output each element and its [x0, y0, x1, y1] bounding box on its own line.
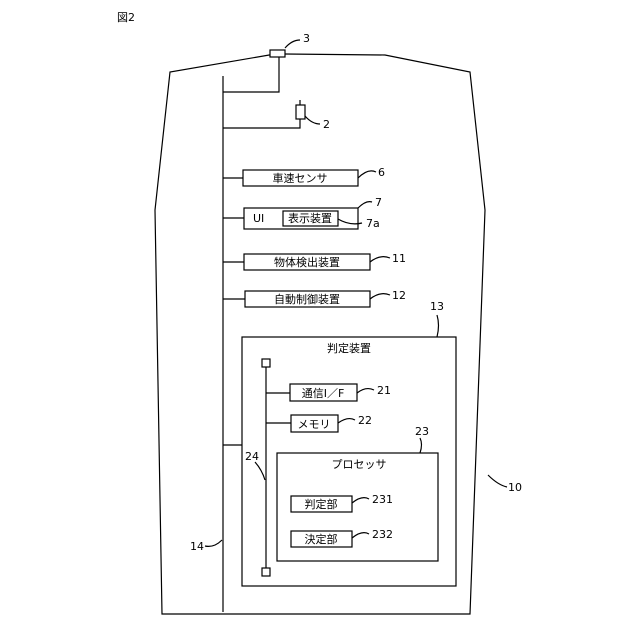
judge-unit-ref: 231: [372, 493, 393, 506]
side-sensor-leader: [305, 116, 320, 124]
object-detector-ref: 11: [392, 252, 406, 265]
auto-control-label: 自動制御装置: [274, 292, 340, 306]
speed-sensor-ref: 6: [378, 166, 385, 179]
vehicle-ref: 10: [508, 481, 522, 494]
ui-label: UI: [253, 212, 264, 225]
ui-leader: [358, 202, 372, 208]
judge-device-ref: 13: [430, 300, 444, 313]
object-detector-leader: [370, 257, 390, 262]
decide-unit-label: 決定部: [305, 532, 338, 546]
display-ref: 7a: [366, 217, 380, 230]
memory-label: メモリ: [298, 418, 331, 431]
main-bus-ref: 14: [190, 540, 204, 553]
side-sensor-icon: [296, 105, 305, 119]
decide-unit-ref: 232: [372, 528, 393, 541]
judge-device-label: 判定装置: [327, 341, 371, 355]
memory-ref: 22: [358, 414, 372, 427]
auto-control-ref: 12: [392, 289, 406, 302]
judge-device-leader: [437, 315, 439, 337]
main-bus-leader: [205, 540, 222, 546]
processor-ref: 23: [415, 425, 429, 438]
speed-sensor-leader: [358, 171, 376, 178]
object-detector-label: 物体検出装置: [274, 255, 340, 269]
figure-label: 図2: [117, 11, 135, 24]
display-label: 表示装置: [288, 211, 332, 225]
judge-unit-label: 判定部: [305, 497, 338, 511]
side-sensor-ref: 2: [323, 118, 330, 131]
comm-if-ref: 21: [377, 384, 391, 397]
comm-if-label: 通信I／F: [302, 387, 345, 400]
auto-control-leader: [370, 294, 390, 299]
ui-ref: 7: [375, 196, 382, 209]
internal-bus-ref: 24: [245, 450, 259, 463]
vehicle-ref-leader: [488, 475, 507, 487]
processor-label: プロセッサ: [332, 458, 387, 471]
speed-sensor-label: 車速センサ: [273, 171, 328, 185]
side-sensor-link: [223, 119, 300, 128]
top-sensor-link: [223, 57, 279, 92]
top-sensor-leader: [285, 40, 300, 48]
internal-bus-top-terminal: [262, 359, 270, 367]
internal-bus-bottom-terminal: [262, 568, 270, 576]
top-sensor-icon: [270, 50, 285, 57]
top-sensor-ref: 3: [303, 32, 310, 45]
